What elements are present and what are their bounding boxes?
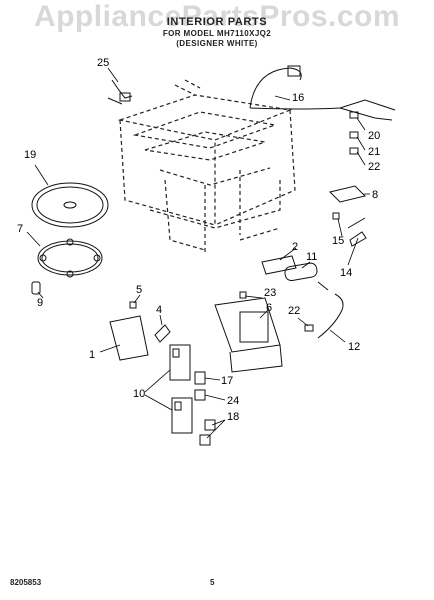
callout-11: 11 xyxy=(306,251,317,263)
callout-20: 20 xyxy=(368,130,380,142)
callout-12: 12 xyxy=(348,341,360,353)
switch-bracket xyxy=(109,301,171,361)
leader-lines xyxy=(26,67,370,439)
callout-4: 4 xyxy=(156,304,162,316)
callout-18: 18 xyxy=(227,411,239,423)
callout-16: 16 xyxy=(292,92,304,104)
callout-6: 6 xyxy=(266,302,272,314)
callout-9: 9 xyxy=(37,297,43,309)
callout-1: 1 xyxy=(89,349,95,361)
clip-24 xyxy=(194,389,206,401)
bracket-2 xyxy=(261,255,297,275)
callout-5: 5 xyxy=(136,284,142,296)
capacitor xyxy=(284,262,329,291)
callout-10: 10 xyxy=(133,388,145,400)
screw-15 xyxy=(332,212,340,220)
bracket-8 xyxy=(329,185,366,203)
callout-21: 21 xyxy=(368,146,380,158)
callout-19: 19 xyxy=(24,149,36,161)
roller-ring xyxy=(37,238,103,278)
callout-labels: 25 16 19 7 20 21 22 8 15 2 11 14 9 5 4 1… xyxy=(17,57,380,423)
screw-23 xyxy=(239,291,247,299)
wire-harness-25 xyxy=(107,79,133,105)
page-number: 5 xyxy=(210,578,215,587)
callout-8: 8 xyxy=(372,189,378,201)
diode xyxy=(317,293,344,339)
callout-25: 25 xyxy=(97,57,109,69)
turntable-glass xyxy=(31,182,109,228)
callout-14: 14 xyxy=(340,267,352,279)
callout-22-lower: 22 xyxy=(288,305,300,317)
terminal-14 xyxy=(347,217,367,247)
watermark: AppliancePartsPros.com xyxy=(33,0,401,33)
coupler xyxy=(31,281,41,295)
callout-2: 2 xyxy=(292,241,298,253)
document-number: 8205853 xyxy=(10,578,42,587)
actuators-18 xyxy=(199,419,216,446)
callout-22: 22 xyxy=(368,161,380,173)
callout-15: 15 xyxy=(332,235,344,247)
clip-17 xyxy=(194,371,206,385)
callout-24: 24 xyxy=(227,395,239,407)
screw-22-lower xyxy=(304,324,314,332)
interlock-switches xyxy=(169,344,193,434)
oven-cavity xyxy=(117,79,296,255)
power-cord xyxy=(249,65,396,121)
model-line: FOR MODEL MH7110XJQ2 xyxy=(162,29,272,38)
color-line: (DESIGNER WHITE) xyxy=(176,39,258,48)
transformer xyxy=(214,297,283,373)
screws-20-21-22 xyxy=(349,111,359,155)
callout-17: 17 xyxy=(221,375,233,387)
callout-23: 23 xyxy=(264,287,276,299)
callout-7: 7 xyxy=(17,223,23,235)
diagram-title: INTERIOR PARTS xyxy=(166,16,268,28)
